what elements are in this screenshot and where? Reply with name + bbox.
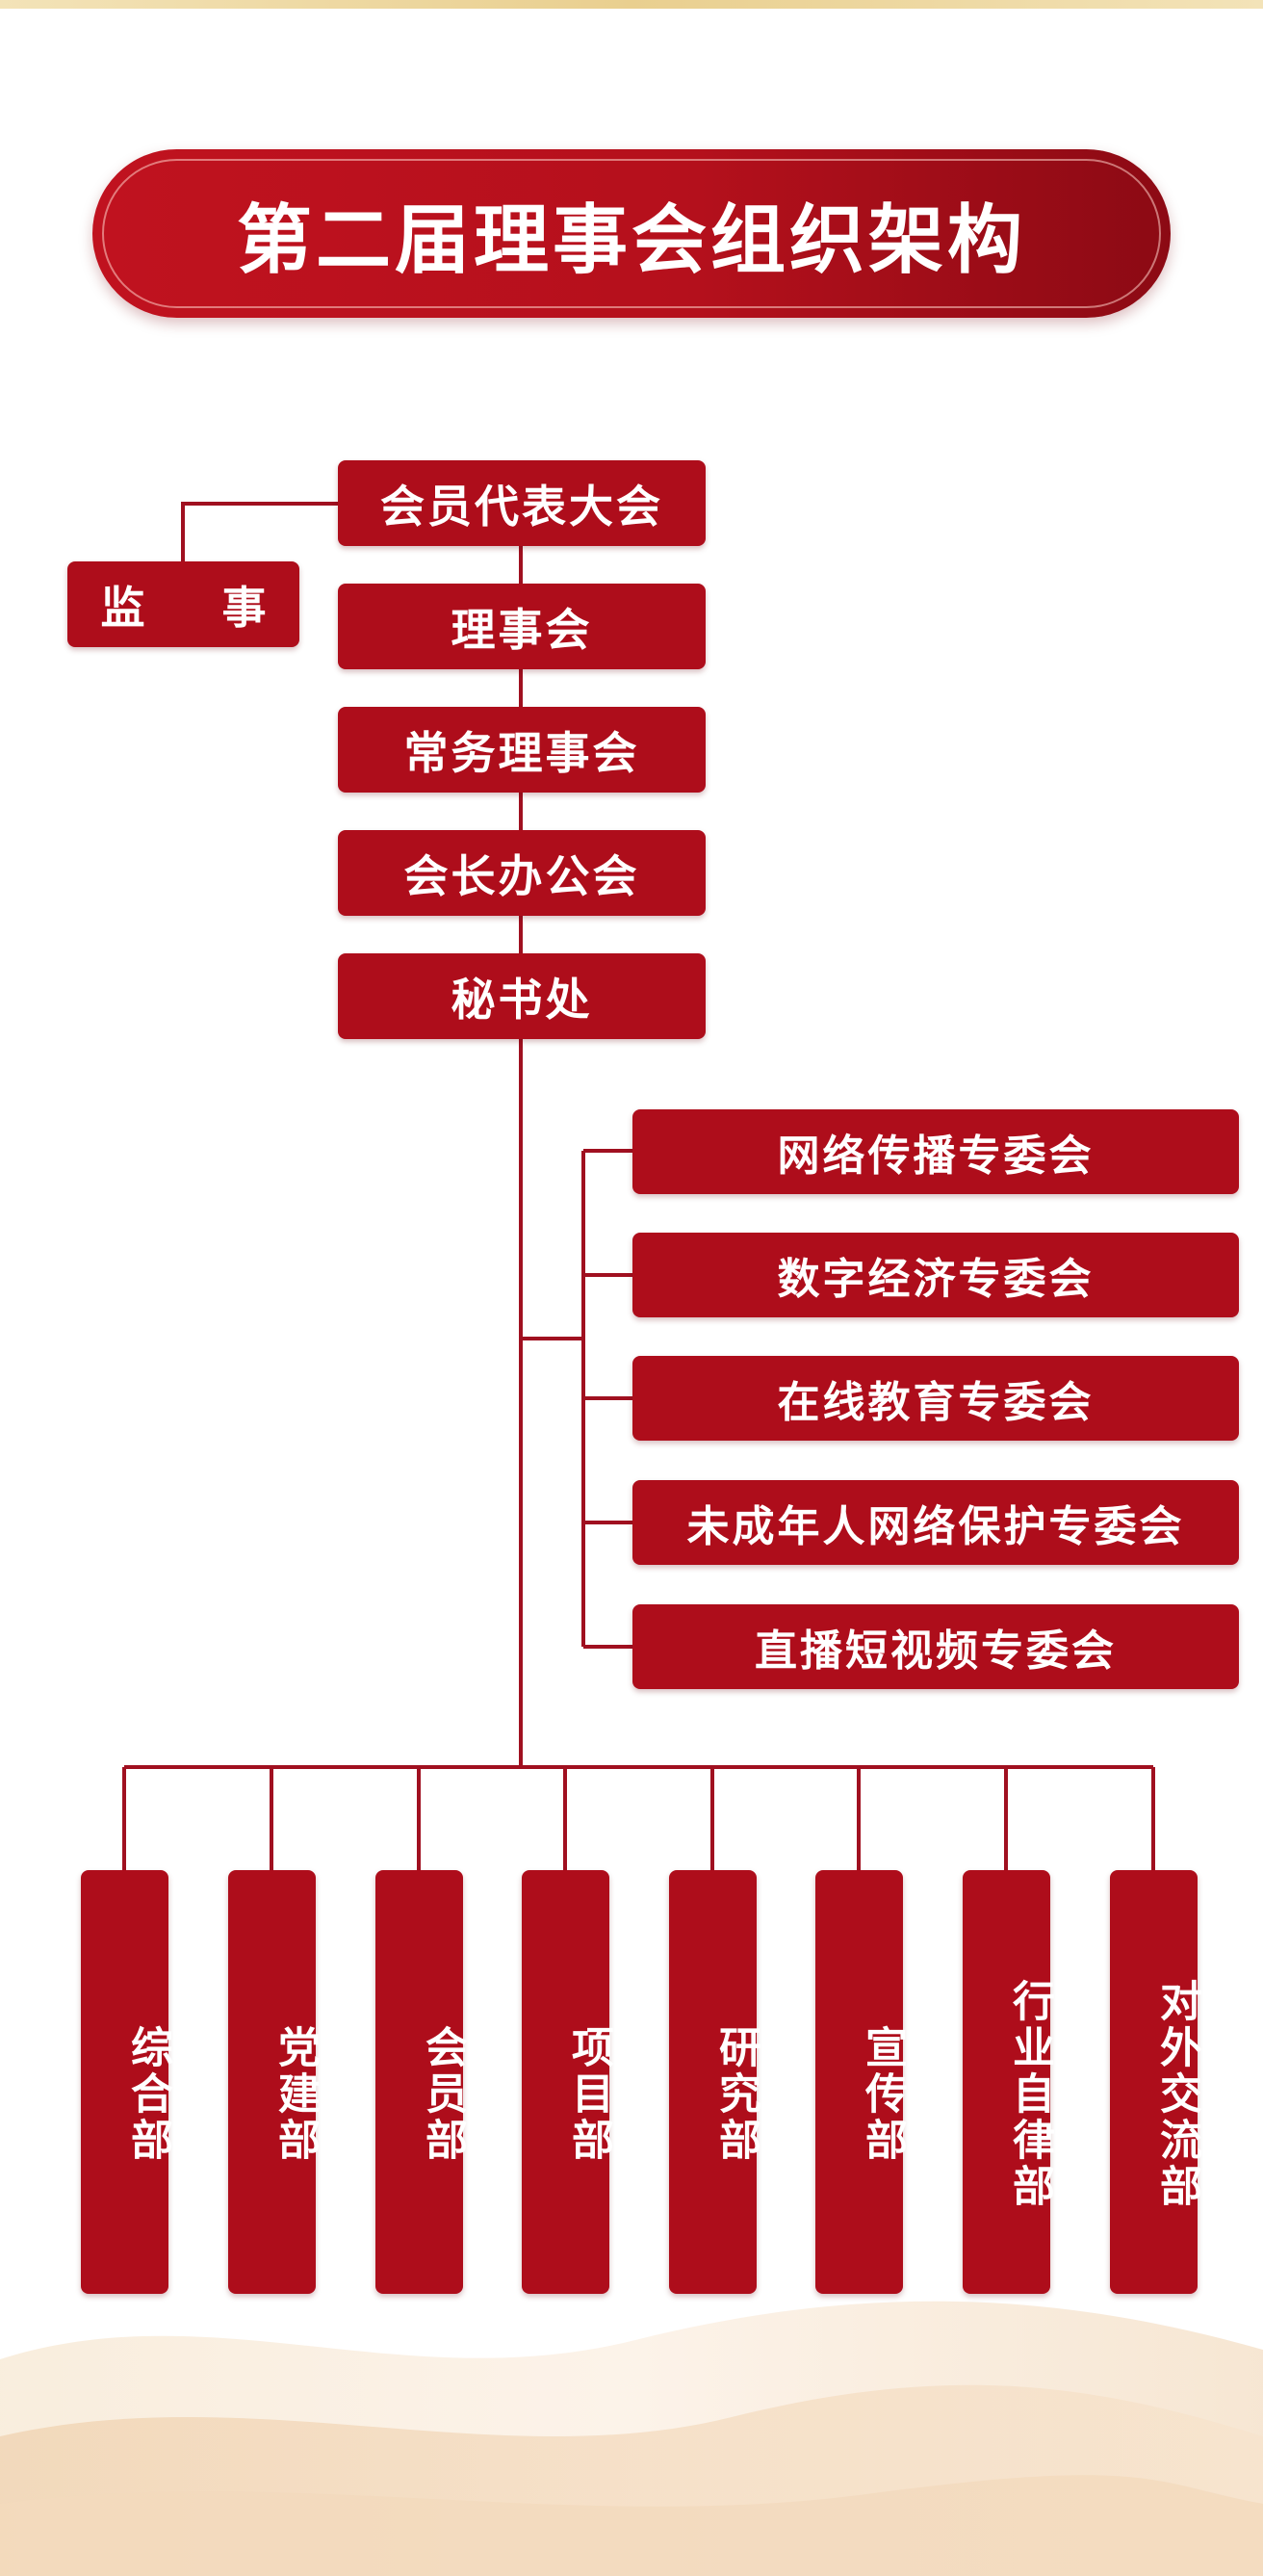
title-banner: 第二届理事会组织架构 [92,149,1171,318]
node-standing-council: 常务理事会 [338,707,706,793]
node-dept-self-regulation: 行业自律部 [963,1870,1054,2294]
node-supervisor: 监 事 [67,561,299,647]
node-dept-publicity: 宣传部 [815,1870,907,2294]
node-dept-party-building: 党建部 [228,1870,320,2294]
node-council: 理事会 [338,584,706,669]
top-decor-strip [0,0,1263,9]
bottom-wave-decor [0,2301,1263,2576]
node-secretariat: 秘书处 [338,953,706,1039]
node-dept-general: 综合部 [81,1870,172,2294]
supervisor-connector [181,502,338,561]
node-dept-external-exchange: 对外交流部 [1110,1870,1201,2294]
page-title: 第二届理事会组织架构 [236,196,1026,284]
node-committee-network-communication: 网络传播专委会 [632,1109,1239,1194]
node-member-congress: 会员代表大会 [338,460,706,546]
node-committee-online-education: 在线教育专委会 [632,1356,1239,1441]
node-committee-digital-economy: 数字经济专委会 [632,1233,1239,1317]
node-committee-live-video: 直播短视频专委会 [632,1604,1239,1689]
node-dept-projects: 项目部 [522,1870,613,2294]
node-dept-research: 研究部 [669,1870,760,2294]
node-dept-membership: 会员部 [375,1870,467,2294]
node-committee-minor-protection: 未成年人网络保护专委会 [632,1480,1239,1565]
node-president-office: 会长办公会 [338,830,706,916]
